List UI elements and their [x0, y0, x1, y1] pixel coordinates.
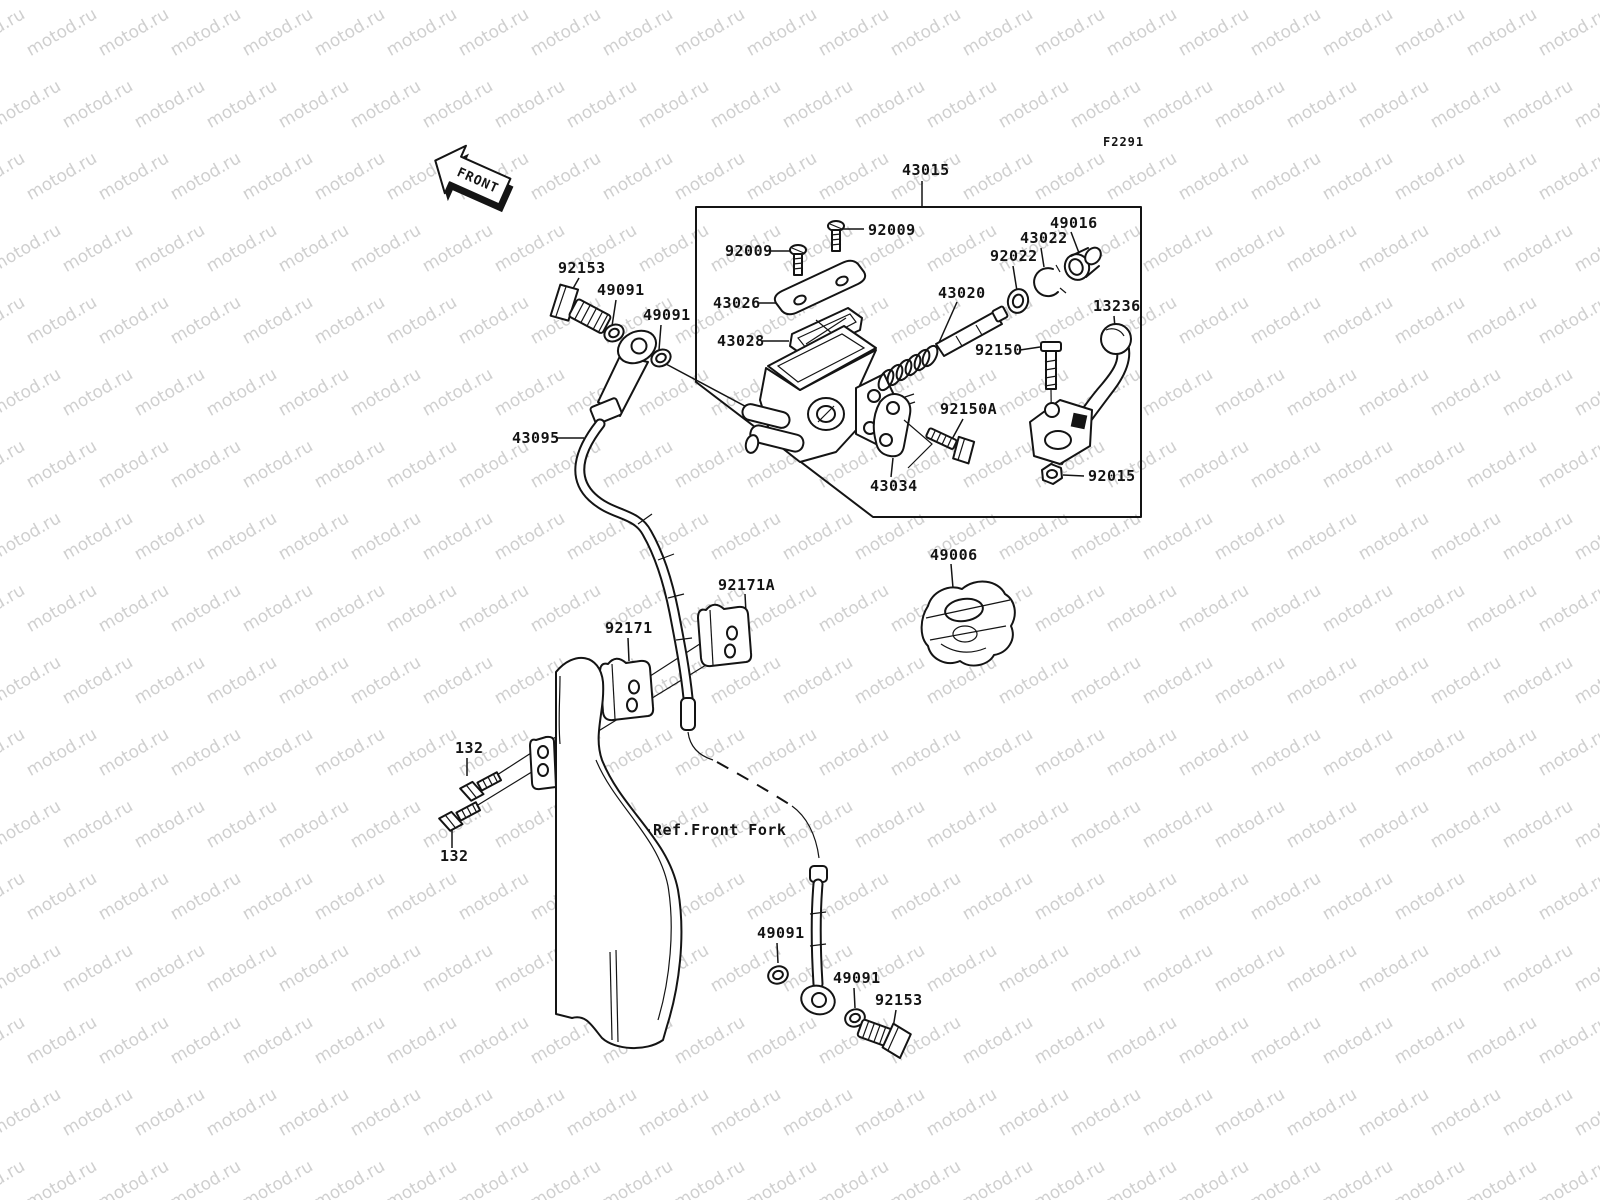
label-ref-front-fork: Ref.Front Fork: [653, 821, 786, 839]
label-92171A: 92171A: [718, 576, 775, 594]
assembly-box: [695, 206, 1142, 518]
part-circlip: [1033, 264, 1067, 298]
part-washer-bottom-b: [844, 1008, 866, 1028]
label-49091-bottom-b: 49091: [833, 969, 881, 987]
part-fork-protector: [529, 656, 683, 1050]
label-43034: 43034: [870, 477, 918, 495]
label-43015: 43015: [902, 161, 950, 179]
label-43026: 43026: [713, 294, 761, 312]
part-bolt-132-lower: [438, 801, 482, 832]
part-brake-hose-lower: [800, 865, 836, 1016]
label-92022: 92022: [990, 247, 1038, 265]
part-washer-bottom-a: [767, 965, 789, 985]
part-clamp-holder: [872, 393, 933, 469]
figure-code: F2291: [1103, 135, 1144, 149]
part-screw-92009-right: [827, 220, 845, 252]
label-13236: 13236: [1093, 297, 1141, 315]
label-92009-left: 92009: [725, 242, 773, 260]
label-49091-top-a: 49091: [597, 281, 645, 299]
label-43095: 43095: [512, 429, 560, 447]
label-92009-right: 92009: [868, 221, 916, 239]
part-washer-92022: [1006, 288, 1030, 314]
label-92015: 92015: [1088, 467, 1136, 485]
part-bolt-132-upper: [459, 771, 503, 802]
label-43020: 43020: [938, 284, 986, 302]
label-92153-top: 92153: [558, 259, 606, 277]
label-49016: 49016: [1050, 214, 1098, 232]
label-92150: 92150: [975, 341, 1023, 359]
part-hose-top-banjo-eye: [589, 329, 658, 425]
part-clamp-92171A: [697, 603, 753, 668]
part-washer-top-b: [650, 348, 672, 368]
part-brake-hose-upper: [574, 418, 820, 859]
part-reservoir-cap: [773, 259, 867, 316]
part-banjo-bolt-top: [549, 283, 612, 334]
label-132-lower: 132: [440, 847, 469, 865]
part-piston-spring: [877, 305, 1009, 392]
label-43022: 43022: [1020, 229, 1068, 247]
leader-lines: [451, 181, 1117, 1029]
part-clamp-bolt: [925, 427, 976, 465]
part-labels: 43015 92009 92009 43026 43028 43020 9202…: [440, 161, 1141, 1009]
part-lever: [1029, 323, 1132, 465]
front-arrow: FRONT: [434, 144, 514, 213]
label-92171: 92171: [605, 619, 653, 637]
label-43028: 43028: [717, 332, 765, 350]
part-boot-49016: [1063, 246, 1102, 281]
label-49091-bottom-a: 49091: [757, 924, 805, 942]
label-49091-top-b: 49091: [643, 306, 691, 324]
label-92153-bottom: 92153: [875, 991, 923, 1009]
part-master-cylinder: [741, 325, 916, 463]
part-washer-top-a: [603, 323, 625, 343]
label-49006: 49006: [930, 546, 978, 564]
part-banjo-bolt-bottom: [856, 1018, 912, 1059]
label-132-upper: 132: [455, 739, 484, 757]
label-92150A: 92150A: [940, 400, 997, 418]
part-clamp-92171: [599, 657, 655, 722]
part-lever-nut: [1041, 463, 1063, 485]
part-hose-guide: [920, 580, 1016, 667]
part-screw-92009-left: [789, 244, 807, 276]
